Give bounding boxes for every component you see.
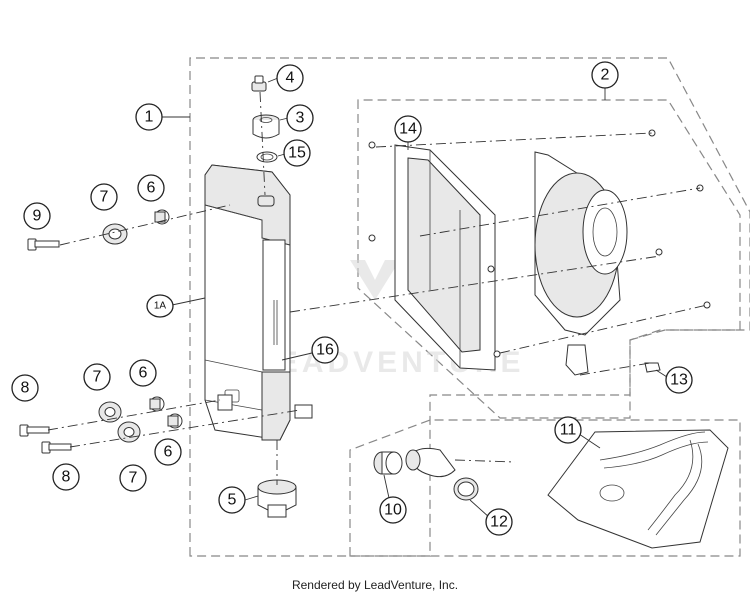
svg-text:14: 14 bbox=[399, 121, 417, 138]
grommet-7-lower bbox=[117, 421, 141, 443]
callout-16: 16 bbox=[311, 336, 339, 364]
callout-6-middle: 6 bbox=[129, 359, 157, 387]
bolt-8-lower bbox=[41, 441, 72, 454]
svg-text:4: 4 bbox=[286, 70, 295, 87]
assembly-lines bbox=[47, 91, 708, 485]
bolt-8-upper bbox=[19, 424, 50, 437]
svg-text:6: 6 bbox=[147, 180, 156, 197]
svg-text:13: 13 bbox=[670, 372, 688, 389]
grommet-7-middle bbox=[98, 401, 122, 423]
svg-text:12: 12 bbox=[490, 514, 508, 531]
callout-2: 2 bbox=[591, 61, 619, 89]
callout-11: 11 bbox=[554, 416, 582, 444]
callout-10: 10 bbox=[379, 496, 407, 524]
callout-3: 3 bbox=[286, 104, 314, 132]
svg-text:15: 15 bbox=[288, 145, 306, 162]
callout-leaders bbox=[162, 77, 668, 519]
clamp-12 bbox=[453, 477, 479, 501]
callout-15: 15 bbox=[283, 139, 311, 167]
callout-8-upper: 8 bbox=[11, 374, 39, 402]
assembly-outline-11 bbox=[349, 419, 741, 557]
svg-text:7: 7 bbox=[100, 189, 109, 206]
svg-text:1A: 1A bbox=[154, 301, 167, 312]
radiator-cap-4 bbox=[251, 75, 267, 92]
svg-text:2: 2 bbox=[601, 67, 610, 84]
svg-text:1: 1 bbox=[145, 109, 154, 126]
hose-kit-bag-11 bbox=[547, 429, 729, 549]
callout-7-top: 7 bbox=[90, 183, 118, 211]
bushing-6-top bbox=[154, 209, 170, 225]
callout-12: 12 bbox=[485, 508, 513, 536]
callout-1: 1 bbox=[135, 103, 163, 131]
svg-text:7: 7 bbox=[129, 470, 138, 487]
grommet-7-top bbox=[102, 223, 128, 245]
hose-elbow bbox=[405, 447, 456, 478]
cooling-fan bbox=[534, 129, 711, 376]
svg-text:16: 16 bbox=[316, 342, 334, 359]
callout-4: 4 bbox=[276, 64, 304, 92]
callout-14: 14 bbox=[394, 115, 422, 143]
bushing-6-middle bbox=[149, 396, 165, 412]
callout-5: 5 bbox=[218, 486, 246, 514]
hose-fitting-5 bbox=[257, 479, 297, 518]
bushing-6-lower bbox=[167, 413, 183, 429]
footer-credit: Rendered by LeadVenture, Inc. bbox=[291, 578, 459, 592]
fan-shroud-14 bbox=[368, 141, 501, 371]
svg-text:8: 8 bbox=[21, 380, 30, 397]
svg-text:6: 6 bbox=[164, 444, 173, 461]
clamp-10 bbox=[373, 451, 403, 475]
o-ring-15 bbox=[256, 151, 278, 163]
svg-text:8: 8 bbox=[62, 469, 71, 486]
assembly-outline-2 bbox=[357, 99, 741, 419]
callout-8-lower: 8 bbox=[52, 463, 80, 491]
svg-text:7: 7 bbox=[93, 369, 102, 386]
callout-9: 9 bbox=[23, 202, 51, 230]
svg-text:3: 3 bbox=[296, 110, 305, 127]
svg-text:5: 5 bbox=[228, 492, 237, 509]
svg-text:11: 11 bbox=[560, 422, 577, 439]
callout-6-top: 6 bbox=[137, 174, 165, 202]
callout-1a: 1A bbox=[146, 294, 174, 318]
callout-13: 13 bbox=[665, 366, 693, 394]
callout-7-middle: 7 bbox=[83, 363, 111, 391]
svg-text:10: 10 bbox=[384, 502, 402, 519]
svg-text:6: 6 bbox=[139, 365, 148, 382]
callout-6-lower: 6 bbox=[154, 438, 182, 466]
filler-neck-3 bbox=[252, 114, 280, 139]
bolt-9 bbox=[27, 238, 60, 251]
callout-7-lower: 7 bbox=[119, 464, 147, 492]
svg-text:9: 9 bbox=[33, 208, 42, 225]
radiator bbox=[204, 164, 313, 441]
